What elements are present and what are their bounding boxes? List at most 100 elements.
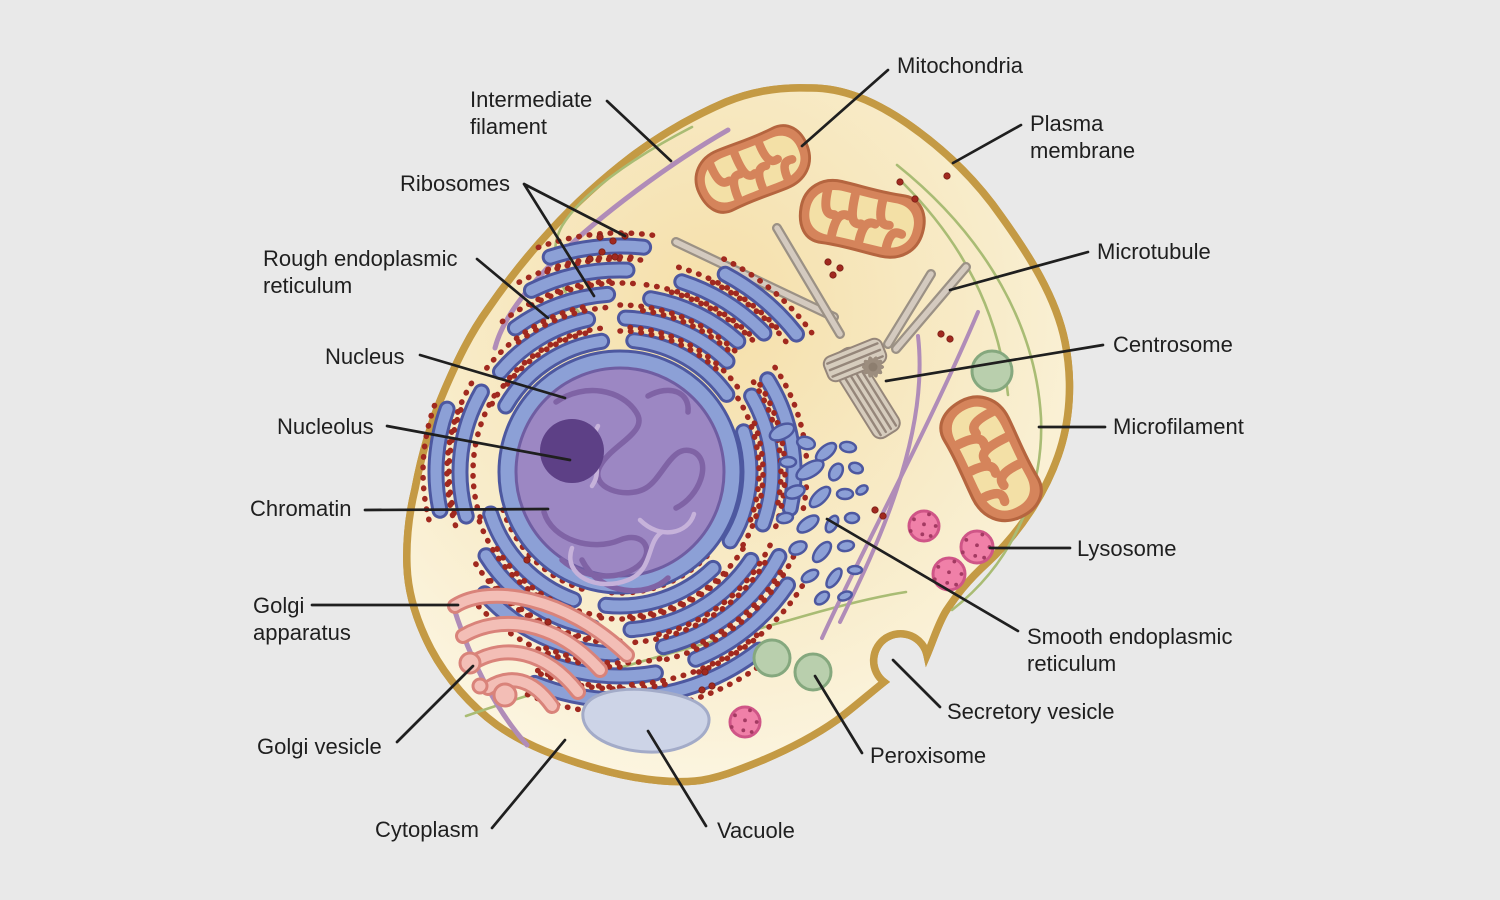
- er-ribosome-row: [446, 405, 465, 517]
- label-cytoplasm: Cytoplasm: [375, 817, 479, 842]
- golgi-vesicle-leader: [395, 664, 475, 744]
- golgi-vesicle: [471, 677, 489, 695]
- smooth-er-tubule: [837, 590, 853, 602]
- er-ribosome-row: [709, 279, 794, 351]
- er-cisterna: [495, 313, 594, 378]
- er-ribosome-row: [544, 256, 653, 275]
- er-cisterna: [525, 264, 633, 296]
- smooth-er-tubule: [855, 484, 869, 496]
- microtubule-rod: [883, 269, 936, 349]
- lysosome-speckle: [729, 725, 734, 729]
- er-ribosome-row: [528, 280, 636, 308]
- lysosome-speckle: [912, 517, 916, 522]
- lysosome: [959, 529, 995, 565]
- free-ribosome: [836, 264, 844, 272]
- smooth-er-tubule: [784, 484, 806, 500]
- free-ribosome: [523, 556, 531, 564]
- nucleolus-leader: [385, 424, 572, 462]
- nucleus-leader: [418, 353, 567, 400]
- peroxisome: [752, 638, 792, 678]
- smooth-er-tubule: [843, 511, 861, 525]
- smooth-er-tubule: [836, 539, 856, 553]
- free-ribosome: [824, 258, 832, 266]
- smooth-er-tubule: [835, 487, 855, 501]
- microfilament-line: [895, 163, 1043, 612]
- vacuole: [581, 687, 711, 754]
- er-ribosome-row: [657, 553, 797, 664]
- smooth-er-tubule: [813, 590, 831, 606]
- centrosome: [822, 337, 901, 440]
- lysosome-speckle: [973, 553, 978, 558]
- er-ribosome-row: [489, 325, 608, 407]
- centrosome-leader: [884, 343, 1105, 383]
- smooth-er-tubule: [838, 440, 858, 454]
- label-mitochondria: Mitochondria: [897, 53, 1024, 78]
- er-cisterna: [676, 276, 770, 339]
- er-ribosome-row: [499, 503, 585, 592]
- vacuole-leader: [646, 729, 708, 828]
- labels: Intermediate filament Mitochondria Plasm…: [250, 53, 1244, 843]
- label-nucleolus: Nucleolus: [277, 414, 374, 439]
- lysosome-speckle: [749, 730, 754, 734]
- lysosome-speckle: [954, 582, 959, 587]
- er-cisterna: [645, 293, 744, 347]
- er-cisterna: [690, 579, 793, 665]
- lysosome-speckle: [908, 529, 913, 533]
- er-ribosome-row: [623, 559, 768, 646]
- label-peroxisome: Peroxisome: [870, 743, 986, 768]
- er-cisterna: [544, 240, 650, 263]
- er-ribosome-row: [668, 289, 762, 350]
- label-microtubule: Microtubule: [1097, 239, 1211, 264]
- er-cisterna: [509, 288, 614, 334]
- lysosome-speckle: [733, 713, 737, 718]
- free-ribosome: [609, 237, 617, 245]
- microfilament-line: [553, 125, 694, 322]
- label-nucleus: Nucleus: [325, 344, 404, 369]
- microtubule-rod: [671, 237, 839, 322]
- er-ribosome-row: [622, 546, 746, 620]
- smooth-er-tubule: [800, 568, 820, 584]
- lysosome-speckle: [922, 522, 926, 527]
- smooth-er-leader: [825, 517, 1020, 633]
- lysosome: [907, 509, 941, 543]
- smooth-er-tubule: [778, 455, 798, 469]
- label-microfilament: Microfilament: [1113, 414, 1244, 439]
- er-ribosome-row: [681, 569, 784, 653]
- er-cisterna: [454, 386, 487, 522]
- er-ribosome-row: [535, 230, 657, 251]
- label-golgi-vesicle: Golgi vesicle: [257, 734, 382, 759]
- er-cisterna: [485, 508, 579, 606]
- free-ribosome: [611, 253, 619, 261]
- lysosome-speckle: [947, 570, 951, 575]
- lysosome-speckle: [743, 718, 747, 723]
- er-ribosome-row: [539, 643, 663, 666]
- er-ribosome-row: [675, 264, 782, 333]
- free-ribosome: [911, 195, 919, 203]
- smooth-endoplasmic-reticulum: [768, 422, 869, 606]
- er-ribosome-row: [690, 583, 806, 677]
- er-cisterna: [625, 554, 757, 636]
- smooth-er-tubule: [775, 511, 795, 525]
- cytoplasm-leader: [490, 738, 567, 830]
- label-secretory-vesicle: Secretory vesicle: [947, 699, 1115, 724]
- er-ribosome-row: [643, 282, 755, 339]
- er-ribosome-row: [515, 304, 617, 345]
- free-ribosome: [586, 255, 594, 263]
- rough-er-leader: [475, 257, 550, 320]
- golgi-apparatus: [447, 587, 635, 714]
- label-ribosomes: Ribosomes: [400, 171, 510, 196]
- microtubule-leader: [948, 250, 1090, 292]
- free-ribosomes: [523, 172, 954, 694]
- centrosome-star: [862, 356, 884, 378]
- label-smooth-er: Smooth endoplasmic: [1027, 624, 1232, 649]
- lysosome-speckle: [920, 532, 925, 537]
- nucleus: [497, 349, 743, 595]
- intermediate-filament-leader: [605, 99, 673, 163]
- free-ribosome: [596, 233, 604, 241]
- peroxisome: [793, 652, 833, 692]
- lysosome-speckle: [959, 572, 964, 576]
- label-intermediate-filament: Intermediate: [470, 87, 592, 112]
- smooth-er-tubule: [808, 485, 832, 509]
- rough-endoplasmic-reticulum: [420, 230, 815, 716]
- golgi-vesicle: [492, 682, 518, 708]
